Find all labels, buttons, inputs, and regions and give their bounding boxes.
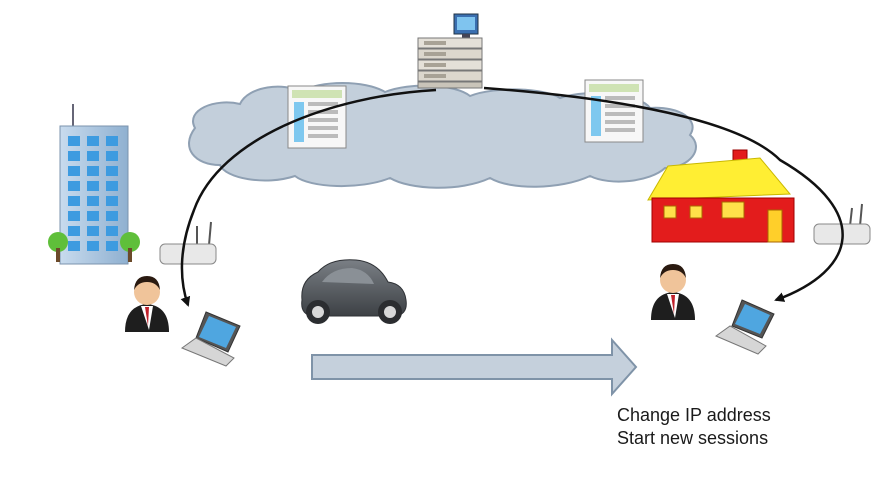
- caption-line-2: Start new sessions: [617, 428, 769, 448]
- building-window: [87, 166, 99, 176]
- caption-line-1: Change IP address: [617, 405, 771, 425]
- building-window: [106, 181, 118, 191]
- building-window: [68, 196, 80, 206]
- building-window: [68, 211, 80, 221]
- web-server-right-icon: [584, 79, 644, 143]
- building-window: [87, 211, 99, 221]
- building-window: [68, 166, 80, 176]
- businessman-left-icon: [125, 276, 169, 332]
- right-arrow-icon: [311, 337, 638, 397]
- building-window: [87, 151, 99, 161]
- building-window: [68, 226, 80, 236]
- house-icon: [647, 149, 795, 243]
- building-window: [68, 241, 80, 251]
- building-window: [106, 136, 118, 146]
- businessman-right-icon: [651, 264, 695, 320]
- building-window: [87, 136, 99, 146]
- car-icon: [301, 259, 407, 324]
- laptop-left-icon: [180, 311, 241, 367]
- connection-left-curve: [180, 88, 437, 307]
- building-window: [68, 181, 80, 191]
- connection-lines: [180, 86, 844, 307]
- building-window: [87, 196, 99, 206]
- connection-right-curve: [483, 86, 844, 302]
- building-window: [87, 241, 99, 251]
- building-window: [106, 151, 118, 161]
- wireless-router-left-icon: [159, 221, 217, 265]
- building-window: [106, 226, 118, 236]
- building-window: [68, 151, 80, 161]
- building-window: [106, 166, 118, 176]
- building-window: [106, 211, 118, 221]
- caption: Change IP address Start new sessions: [617, 404, 877, 450]
- office-building-icon: [48, 104, 140, 265]
- web-server-left-icon: [287, 85, 347, 149]
- building-window: [106, 241, 118, 251]
- building-window: [106, 196, 118, 206]
- building-window: [87, 226, 99, 236]
- building-window: [87, 181, 99, 191]
- building-window: [68, 136, 80, 146]
- server-rack-icon: [417, 13, 483, 89]
- laptop-right-icon: [714, 299, 775, 355]
